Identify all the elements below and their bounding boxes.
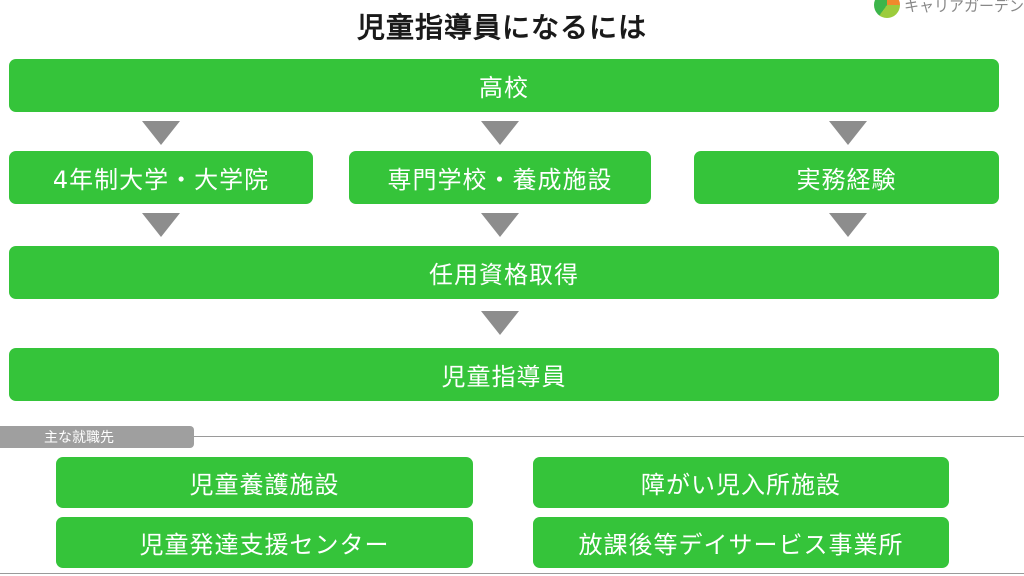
employment-place: 児童養護施設 (56, 457, 473, 508)
section-divider (0, 436, 1024, 437)
arrow-down-icon (481, 311, 519, 335)
employment-place: 児童発達支援センター (56, 517, 473, 568)
arrow-down-icon (142, 121, 180, 145)
logo-text: キャリアガーデン (903, 0, 1024, 15)
bottom-divider (0, 573, 1024, 574)
arrow-down-icon (829, 213, 867, 237)
arrow-down-icon (481, 213, 519, 237)
employment-place: 放課後等デイサービス事業所 (533, 517, 949, 568)
route-vocational-school: 専門学校・養成施設 (349, 151, 651, 204)
employment-place: 障がい児入所施設 (533, 457, 949, 508)
arrow-down-icon (142, 213, 180, 237)
arrow-down-icon (481, 121, 519, 145)
route-university: 4年制大学・大学院 (9, 151, 313, 204)
step-child-instructor: 児童指導員 (9, 348, 999, 401)
arrow-down-icon (829, 121, 867, 145)
step-qualification: 任用資格取得 (9, 246, 999, 299)
logo-icon (873, 0, 900, 18)
step-high-school: 高校 (9, 59, 999, 112)
brand-logo: キャリアガーデン (873, 0, 1024, 18)
route-work-experience: 実務経験 (694, 151, 999, 204)
employment-label: 主な就職先 (0, 426, 194, 448)
page-title: 児童指導員になるには (356, 11, 647, 44)
